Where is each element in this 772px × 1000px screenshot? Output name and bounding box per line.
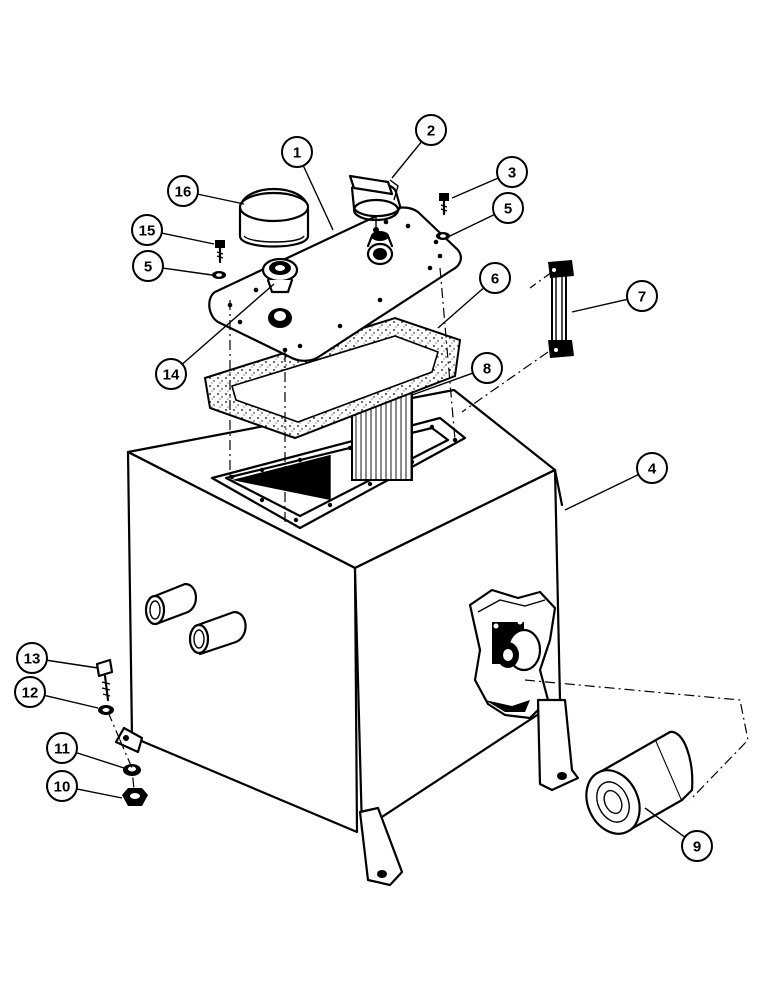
callout-circle xyxy=(681,830,713,862)
callout-leader-line xyxy=(564,473,639,511)
callout-c13: 13 xyxy=(16,642,99,674)
callout-leader-line xyxy=(644,807,686,838)
callout-leader-line xyxy=(437,287,485,329)
callout-c10: 10 xyxy=(46,770,123,802)
callout-number: 11 xyxy=(54,741,70,758)
callout-number: 4 xyxy=(648,461,657,478)
callout-number: 1 xyxy=(293,145,301,162)
callout-c4: 4 xyxy=(564,452,668,511)
callout-circle xyxy=(16,642,48,674)
callout-number: 3 xyxy=(508,165,516,182)
cover-plate xyxy=(208,206,462,362)
callout-c5a: 5 xyxy=(449,192,524,237)
callout-c5b: 5 xyxy=(132,250,213,282)
callout-c6: 6 xyxy=(437,262,511,329)
callout-circle xyxy=(14,676,46,708)
callout-leader-line xyxy=(449,213,495,237)
filler-cap xyxy=(348,174,402,233)
callout-number: 5 xyxy=(504,201,512,218)
callout-leader-line xyxy=(571,298,628,313)
callout-c7: 7 xyxy=(571,280,658,313)
callout-c14: 14 xyxy=(155,283,275,390)
callout-number: 13 xyxy=(24,651,41,668)
callout-circle xyxy=(626,280,658,312)
callout-circle xyxy=(636,452,668,484)
callout-c9: 9 xyxy=(644,807,713,862)
callout-circle xyxy=(479,262,511,294)
mounting-washer xyxy=(98,705,114,715)
tank-cutaway xyxy=(468,588,557,720)
callout-number: 6 xyxy=(491,271,499,288)
breather-fitting xyxy=(261,257,299,294)
tank-foot-right xyxy=(536,698,580,792)
callout-number: 9 xyxy=(693,839,701,856)
assembly-lines xyxy=(107,267,749,801)
callout-number: 5 xyxy=(144,259,152,276)
callout-circle xyxy=(155,358,187,390)
breather-cap xyxy=(238,187,310,248)
callout-leader-line xyxy=(302,165,334,231)
callout-number: 14 xyxy=(163,367,180,384)
callout-leader-line xyxy=(411,372,474,396)
callout-circle xyxy=(167,175,199,207)
callout-leader-line xyxy=(197,193,245,205)
callout-circle xyxy=(492,192,524,224)
callout-c1: 1 xyxy=(281,136,334,231)
tank-foot-left xyxy=(114,726,144,754)
callout-circle xyxy=(415,114,447,146)
callout-circle xyxy=(281,136,313,168)
callout-leader-line xyxy=(46,659,99,669)
callout-c15: 15 xyxy=(131,214,215,246)
screw-right xyxy=(439,193,449,216)
callout-number: 16 xyxy=(175,184,192,201)
callout-circle xyxy=(471,352,503,384)
washer-left xyxy=(212,271,226,279)
callout-number: 2 xyxy=(427,123,435,140)
tank-port-lower xyxy=(188,610,247,656)
callout-number: 10 xyxy=(54,779,71,796)
callout-circle xyxy=(132,250,164,282)
callout-leader-line xyxy=(76,788,123,799)
callout-c12: 12 xyxy=(14,676,99,709)
gasket xyxy=(203,316,462,440)
sight-gauge xyxy=(548,260,574,358)
callout-leader-line xyxy=(181,283,275,365)
spin-on-filter xyxy=(585,730,694,835)
callout-c8: 8 xyxy=(411,352,503,396)
callout-c3: 3 xyxy=(451,156,528,199)
callout-leader-line xyxy=(44,694,99,709)
callout-number: 7 xyxy=(638,289,646,306)
tank-foot-front xyxy=(358,806,404,887)
hex-nut xyxy=(122,788,148,806)
tank-port-upper xyxy=(144,582,197,626)
callout-leader-line xyxy=(76,751,125,769)
callout-circle xyxy=(46,770,78,802)
callout-leader-line xyxy=(391,141,423,179)
callout-number: 8 xyxy=(483,361,491,378)
washer-right xyxy=(436,232,450,240)
callout-circle xyxy=(46,732,78,764)
callout-leader-line xyxy=(162,267,213,276)
callout-number: 15 xyxy=(139,223,156,240)
callout-leader-line xyxy=(451,177,499,199)
screw-left xyxy=(215,240,225,264)
mounting-bolt xyxy=(95,658,114,702)
callout-number: 12 xyxy=(22,685,39,702)
callout-circle xyxy=(496,156,528,188)
callout-circle xyxy=(131,214,163,246)
callout-c2: 2 xyxy=(391,114,447,179)
lock-washer xyxy=(123,764,141,776)
callout-leader-line xyxy=(161,232,215,245)
callout-c16: 16 xyxy=(167,175,245,207)
callout-c11: 11 xyxy=(46,732,125,769)
